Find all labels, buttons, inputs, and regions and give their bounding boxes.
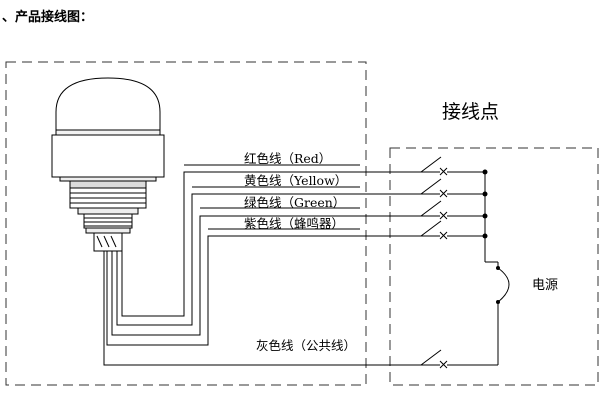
terminal-enclosure <box>389 147 599 386</box>
signal-light-icon <box>51 77 165 252</box>
section-title: 、产品接线图： <box>2 10 94 25</box>
wire-label-buzzer: 紫色线（蜂鸣器） <box>244 216 344 231</box>
terminal-label: 接线点 <box>442 101 499 123</box>
wire-label-yellow: 黄色线（Yellow） <box>244 173 347 188</box>
wire-label-common: 灰色线（公共线） <box>256 338 356 353</box>
wire-label-red: 红色线（Red） <box>244 151 331 166</box>
power-label: 电源 <box>532 278 558 293</box>
wire-bundle <box>103 164 440 366</box>
terminal-switches <box>420 156 510 369</box>
wire-label-green: 绿色线（Green） <box>244 195 345 210</box>
product-enclosure <box>5 61 367 386</box>
terminal-nodes <box>482 169 500 304</box>
